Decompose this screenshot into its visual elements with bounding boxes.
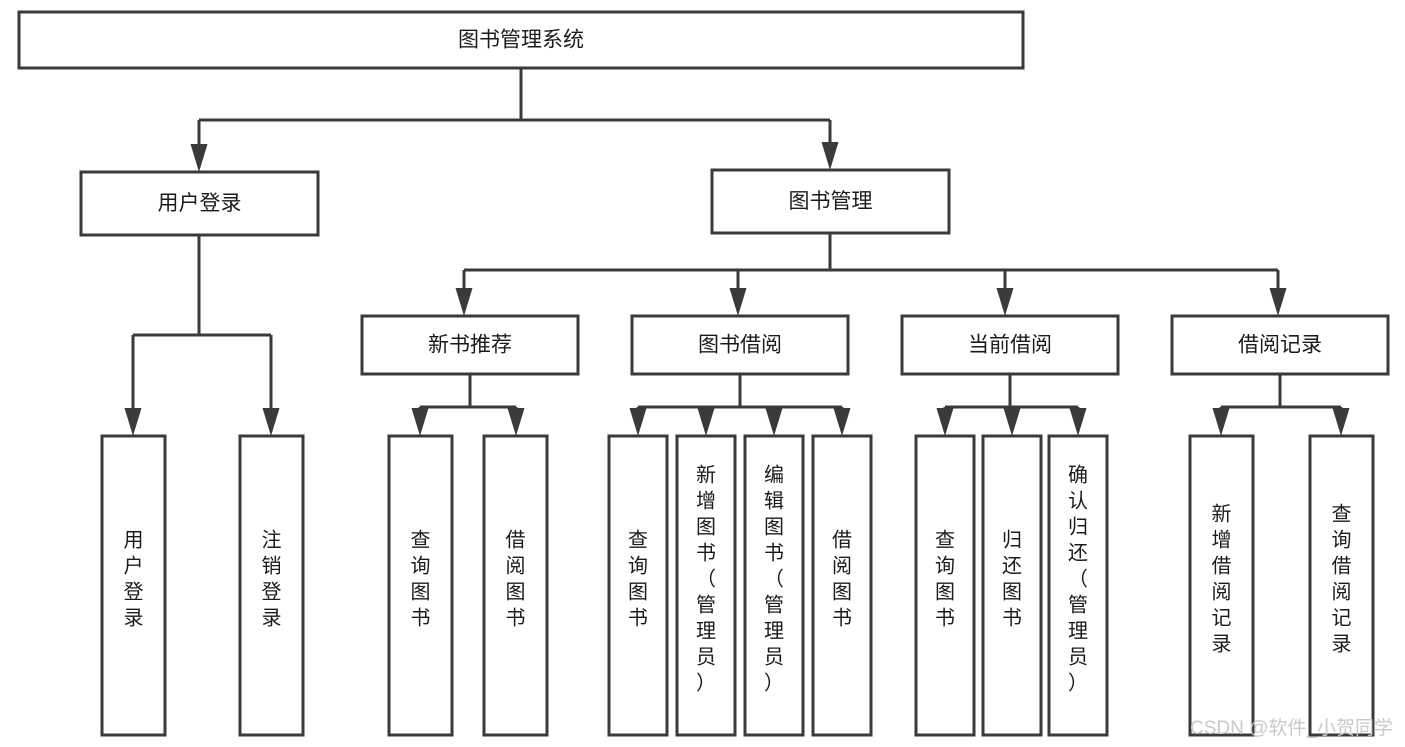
node-leaf-borrow-book-recommend[interactable]: 借阅图书 — [482, 434, 549, 737]
node-label-leaf-query-book-current: 查询图书 — [935, 529, 955, 630]
arrow-head-leaf-borrow-book-recommend — [507, 408, 525, 436]
node-label-leaf-add-borrow-record: 新增借阅记录 — [1212, 503, 1232, 656]
node-label-leaf-add-book-admin: 新增图书（管理员） — [696, 464, 716, 695]
arrow-head-borrow-record — [1269, 288, 1287, 316]
connector-group-book-management-to-level2 — [455, 233, 1287, 316]
connector-group-borrow-record-to-leaves — [1212, 374, 1350, 436]
node-box-leaf-query-borrow-record[interactable] — [1308, 434, 1375, 737]
node-leaf-borrow-book[interactable]: 借阅图书 — [811, 434, 873, 737]
node-box-borrow-record[interactable] — [1170, 314, 1390, 376]
arrow-head-leaf-edit-book-admin — [765, 408, 783, 436]
node-label-leaf-logout-login: 注销登录 — [262, 529, 282, 630]
node-label-leaf-borrow-book-recommend: 借阅图书 — [506, 529, 526, 630]
arrow-head-leaf-add-book-admin — [697, 408, 715, 436]
arrow-head-leaf-user-login — [124, 408, 142, 436]
node-label-leaf-query-book-borrow: 查询图书 — [628, 529, 648, 630]
node-label-leaf-user-login: 用户登录 — [124, 530, 144, 630]
node-box-leaf-user-login[interactable] — [100, 434, 167, 737]
arrow-head-leaf-confirm-return-admin — [1069, 408, 1087, 436]
node-borrow-record[interactable]: 借阅记录 — [1170, 314, 1390, 376]
node-label-current-borrow: 当前借阅 — [968, 334, 1052, 357]
node-box-leaf-borrow-book-recommend[interactable] — [482, 434, 549, 737]
node-label-book-borrow: 图书借阅 — [698, 334, 782, 357]
arrow-head-leaf-logout-login — [262, 408, 280, 436]
node-box-book-management[interactable] — [710, 168, 951, 235]
arrow-head-leaf-query-borrow-record — [1332, 408, 1350, 436]
node-box-leaf-query-book-borrow[interactable] — [607, 434, 669, 737]
arrow-head-book-borrow — [729, 288, 747, 316]
node-leaf-query-book-current[interactable]: 查询图书 — [914, 434, 976, 737]
node-root[interactable]: 图书管理系统 — [17, 10, 1025, 70]
connector-group-current-borrow-to-leaves — [936, 374, 1087, 436]
node-leaf-query-book-borrow[interactable]: 查询图书 — [607, 434, 669, 737]
node-label-leaf-return-book: 归还图书 — [1002, 529, 1022, 630]
arrow-head-current-borrow — [996, 288, 1014, 316]
node-leaf-logout-login[interactable]: 注销登录 — [238, 434, 305, 737]
arrow-head-book-management — [821, 142, 839, 170]
node-box-leaf-query-book-recommend[interactable] — [387, 434, 454, 737]
node-leaf-query-book-recommend[interactable]: 查询图书 — [387, 434, 454, 737]
node-label-leaf-edit-book-admin: 编辑图书（管理员） — [764, 464, 784, 695]
node-label-leaf-borrow-book: 借阅图书 — [832, 529, 852, 630]
node-leaf-add-book-admin[interactable]: 新增图书（管理员） — [675, 434, 737, 737]
node-new-book-recommend[interactable]: 新书推荐 — [360, 314, 580, 376]
csdn-watermark: CSDN @软件_小贺同学 — [1190, 717, 1393, 739]
node-leaf-user-login[interactable]: 用户登录 — [100, 434, 167, 737]
connector-group-user-login-to-leaves — [124, 235, 280, 436]
node-layer: 图书管理系统用户登录图书管理新书推荐图书借阅当前借阅借阅记录用户登录注销登录查询… — [17, 10, 1390, 737]
node-leaf-query-borrow-record[interactable]: 查询借阅记录 — [1308, 434, 1375, 737]
node-box-leaf-confirm-return-admin[interactable] — [1047, 434, 1109, 737]
node-box-root[interactable] — [17, 10, 1025, 70]
arrow-head-leaf-add-borrow-record — [1212, 408, 1230, 436]
arrow-head-user-login — [190, 144, 208, 172]
node-book-management[interactable]: 图书管理 — [710, 168, 951, 235]
node-label-leaf-query-borrow-record: 查询借阅记录 — [1332, 503, 1352, 656]
node-leaf-edit-book-admin[interactable]: 编辑图书（管理员） — [743, 434, 805, 737]
node-current-borrow[interactable]: 当前借阅 — [900, 314, 1120, 376]
node-box-book-borrow[interactable] — [630, 314, 850, 376]
arrow-head-leaf-query-book-borrow — [629, 408, 647, 436]
node-leaf-confirm-return-admin[interactable]: 确认归还（管理员） — [1047, 434, 1109, 737]
arrow-head-leaf-borrow-book — [833, 408, 851, 436]
node-box-leaf-add-borrow-record[interactable] — [1188, 434, 1255, 737]
connector-group-book-borrow-to-leaves — [629, 374, 851, 436]
node-box-current-borrow[interactable] — [900, 314, 1120, 376]
connector-layer — [124, 68, 1350, 436]
node-book-borrow[interactable]: 图书借阅 — [630, 314, 850, 376]
arrow-head-leaf-query-book-current — [936, 408, 954, 436]
connector-group-root-to-level1 — [190, 68, 839, 172]
node-box-user-login[interactable] — [79, 170, 320, 237]
node-user-login[interactable]: 用户登录 — [79, 170, 320, 237]
node-box-leaf-add-book-admin[interactable] — [675, 434, 737, 737]
node-box-new-book-recommend[interactable] — [360, 314, 580, 376]
node-label-user-login: 用户登录 — [158, 192, 242, 215]
node-label-root: 图书管理系统 — [458, 29, 584, 52]
node-label-book-management: 图书管理 — [789, 190, 873, 213]
node-box-leaf-borrow-book[interactable] — [811, 434, 873, 737]
node-box-leaf-edit-book-admin[interactable] — [743, 434, 805, 737]
node-leaf-add-borrow-record[interactable]: 新增借阅记录 — [1188, 434, 1255, 737]
watermark-layer: CSDN @软件_小贺同学 — [1190, 717, 1393, 739]
node-label-leaf-confirm-return-admin: 确认归还（管理员） — [1068, 464, 1088, 695]
node-label-borrow-record: 借阅记录 — [1238, 334, 1322, 357]
node-leaf-return-book[interactable]: 归还图书 — [981, 434, 1043, 737]
node-box-leaf-return-book[interactable] — [981, 434, 1043, 737]
arrow-head-new-book-recommend — [455, 288, 473, 316]
arrow-head-leaf-return-book — [1003, 408, 1021, 436]
arrow-head-leaf-query-book-recommend — [411, 408, 429, 436]
node-box-leaf-query-book-current[interactable] — [914, 434, 976, 737]
node-box-leaf-logout-login[interactable] — [238, 434, 305, 737]
connector-group-new-book-recommend-to-leaves — [411, 374, 525, 436]
node-label-leaf-query-book-recommend: 查询图书 — [411, 529, 431, 630]
node-label-new-book-recommend: 新书推荐 — [428, 334, 512, 357]
